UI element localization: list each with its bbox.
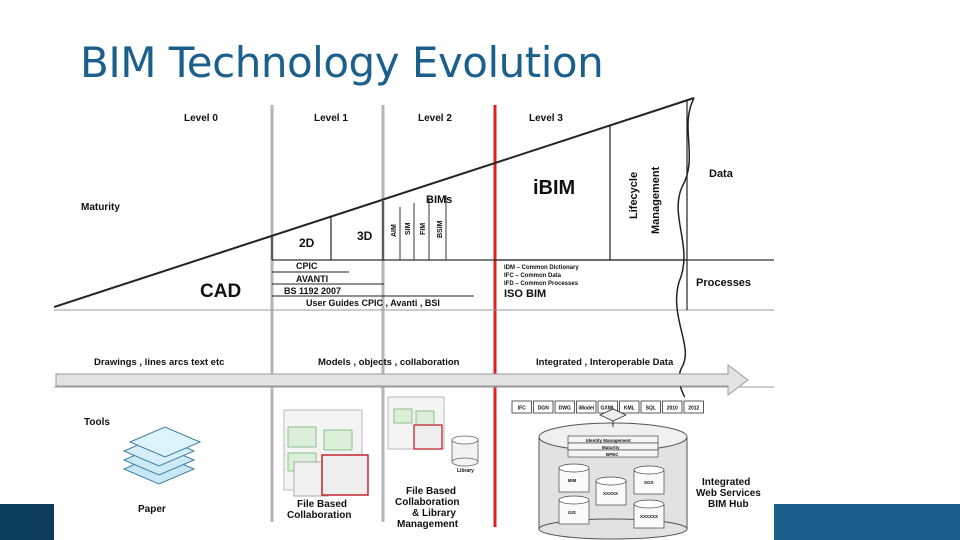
maturity-label: Maturity bbox=[81, 202, 120, 213]
hub-label-2: Web Services bbox=[696, 488, 761, 499]
standard-bs1192: BS 1192 2007 bbox=[284, 286, 341, 296]
arrow-label-integrated: Integrated , Interoperable Data bbox=[536, 357, 674, 368]
hub-db-gis: GIS bbox=[568, 510, 576, 515]
bim-type-bsim: BSIM bbox=[437, 220, 444, 238]
file-based-label-2: Collaboration bbox=[287, 510, 351, 521]
hub-box-bpec: BPEC bbox=[606, 452, 619, 457]
three-d-label: 3D bbox=[357, 229, 373, 243]
arrow-label-drawings: Drawings , lines arcs text etc bbox=[94, 357, 224, 368]
format-label: IFC bbox=[518, 406, 526, 412]
format-label: SQL bbox=[646, 406, 656, 412]
hub-box-maturity: Maturity bbox=[602, 445, 620, 450]
maturity-slope bbox=[54, 97, 695, 308]
level-3-label: Level 3 bbox=[529, 113, 563, 124]
slide-title: BIM Technology Evolution bbox=[80, 38, 604, 87]
timeline-arrow bbox=[55, 364, 749, 396]
bim-type-fim: FIM bbox=[420, 223, 427, 235]
bim-type-sim: SIM bbox=[405, 222, 412, 235]
bim-evolution-diagram: Level 0 Level 1 Level 2 Level 3 Maturity… bbox=[54, 97, 774, 540]
format-box: DWG bbox=[554, 400, 575, 414]
format-box: 2012 bbox=[683, 400, 704, 414]
format-label: GXML bbox=[601, 406, 615, 412]
hub-cylinder-sgs bbox=[633, 465, 665, 495]
footer-stripe bbox=[0, 504, 54, 540]
hub-cylinder-gis bbox=[558, 495, 590, 525]
hub-db-bim: BIM bbox=[568, 478, 577, 483]
two-d-label: 2D bbox=[299, 236, 315, 250]
library-documents-icon bbox=[387, 396, 445, 450]
format-box: SQL bbox=[640, 400, 661, 414]
format-box: KML bbox=[619, 400, 640, 414]
standard-avanti: AVANTI bbox=[296, 274, 328, 284]
level3-standard-idm: IDM – Common Dictionary bbox=[504, 265, 579, 271]
lifecycle-label: Lifecycle bbox=[628, 172, 640, 219]
format-row: IFC DGN DWG iModel GXML KML SQL 2010 2012 bbox=[511, 400, 704, 414]
library-tool-label-1: File Based bbox=[406, 486, 456, 497]
paper-label: Paper bbox=[138, 504, 166, 515]
library-tool-label-4: Management bbox=[397, 519, 459, 530]
library-label: Library bbox=[457, 468, 474, 474]
standard-cpic: CPIC bbox=[296, 261, 318, 271]
level3-standard-ifd: IFD – Common Processes bbox=[504, 281, 579, 287]
hub-cylinder-xxxxxx bbox=[633, 499, 665, 529]
paper-stack-icon bbox=[122, 426, 202, 485]
format-label: DGN bbox=[538, 406, 550, 412]
tools-label: Tools bbox=[84, 417, 110, 428]
management-label: Management bbox=[650, 166, 662, 234]
ibim-label: iBIM bbox=[533, 177, 575, 199]
hub-db-xxxxx: XXXXX bbox=[603, 491, 618, 496]
wavy-edge bbox=[675, 97, 695, 398]
file-based-documents-icon bbox=[283, 409, 369, 497]
bims-label: BIMs bbox=[426, 194, 452, 206]
format-box: IFC bbox=[511, 400, 532, 414]
hub-box-identity: Identity Management bbox=[586, 438, 631, 443]
level-2-label: Level 2 bbox=[418, 113, 452, 124]
file-based-label-1: File Based bbox=[297, 499, 347, 510]
format-label: KML bbox=[624, 406, 635, 412]
hub-label-1: Integrated bbox=[702, 477, 750, 488]
hub-cylinder-xxxxx bbox=[595, 476, 627, 506]
format-label: iModel bbox=[578, 406, 594, 412]
iso-bim-label: ISO BIM bbox=[504, 288, 546, 300]
bim-type-aim: AIM bbox=[391, 224, 398, 237]
format-label: DWG bbox=[559, 406, 571, 412]
format-box: DGN bbox=[533, 400, 554, 414]
level-0-label: Level 0 bbox=[184, 113, 218, 124]
format-box: iModel bbox=[576, 400, 597, 414]
format-label: 2010 bbox=[667, 406, 678, 412]
library-tool-label-3: & Library bbox=[412, 508, 456, 519]
hub-label-3: BIM Hub bbox=[708, 499, 749, 510]
standard-user-guides: User Guides CPIC , Avanti , BSI bbox=[306, 298, 440, 308]
processes-label: Processes bbox=[696, 277, 751, 289]
format-box: 2010 bbox=[662, 400, 683, 414]
arrow-label-models: Models , objects , collaboration bbox=[318, 357, 460, 368]
data-label: Data bbox=[709, 168, 734, 180]
hub-db-xxxxxx: XXXXXX bbox=[640, 514, 658, 519]
level3-standard-ifc: IFC – Common Data bbox=[504, 273, 562, 279]
hub-db-sgs: SGS bbox=[644, 480, 654, 485]
format-label: 2012 bbox=[688, 406, 699, 412]
hub-cylinder-bim bbox=[558, 463, 590, 493]
cad-label: CAD bbox=[200, 281, 241, 302]
library-database-icon bbox=[451, 435, 479, 467]
library-tool-label-2: Collaboration bbox=[395, 497, 459, 508]
level-1-label: Level 1 bbox=[314, 113, 348, 124]
